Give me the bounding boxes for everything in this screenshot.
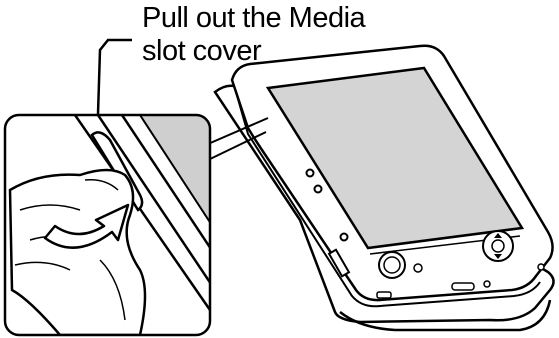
home-button bbox=[379, 252, 405, 278]
round-button-icon bbox=[341, 234, 348, 241]
magnified-detail-view bbox=[5, 115, 215, 335]
round-button-icon bbox=[307, 170, 314, 177]
round-button-icon bbox=[315, 186, 322, 193]
directional-pad-icon bbox=[483, 231, 513, 261]
round-button-icon bbox=[414, 264, 422, 272]
